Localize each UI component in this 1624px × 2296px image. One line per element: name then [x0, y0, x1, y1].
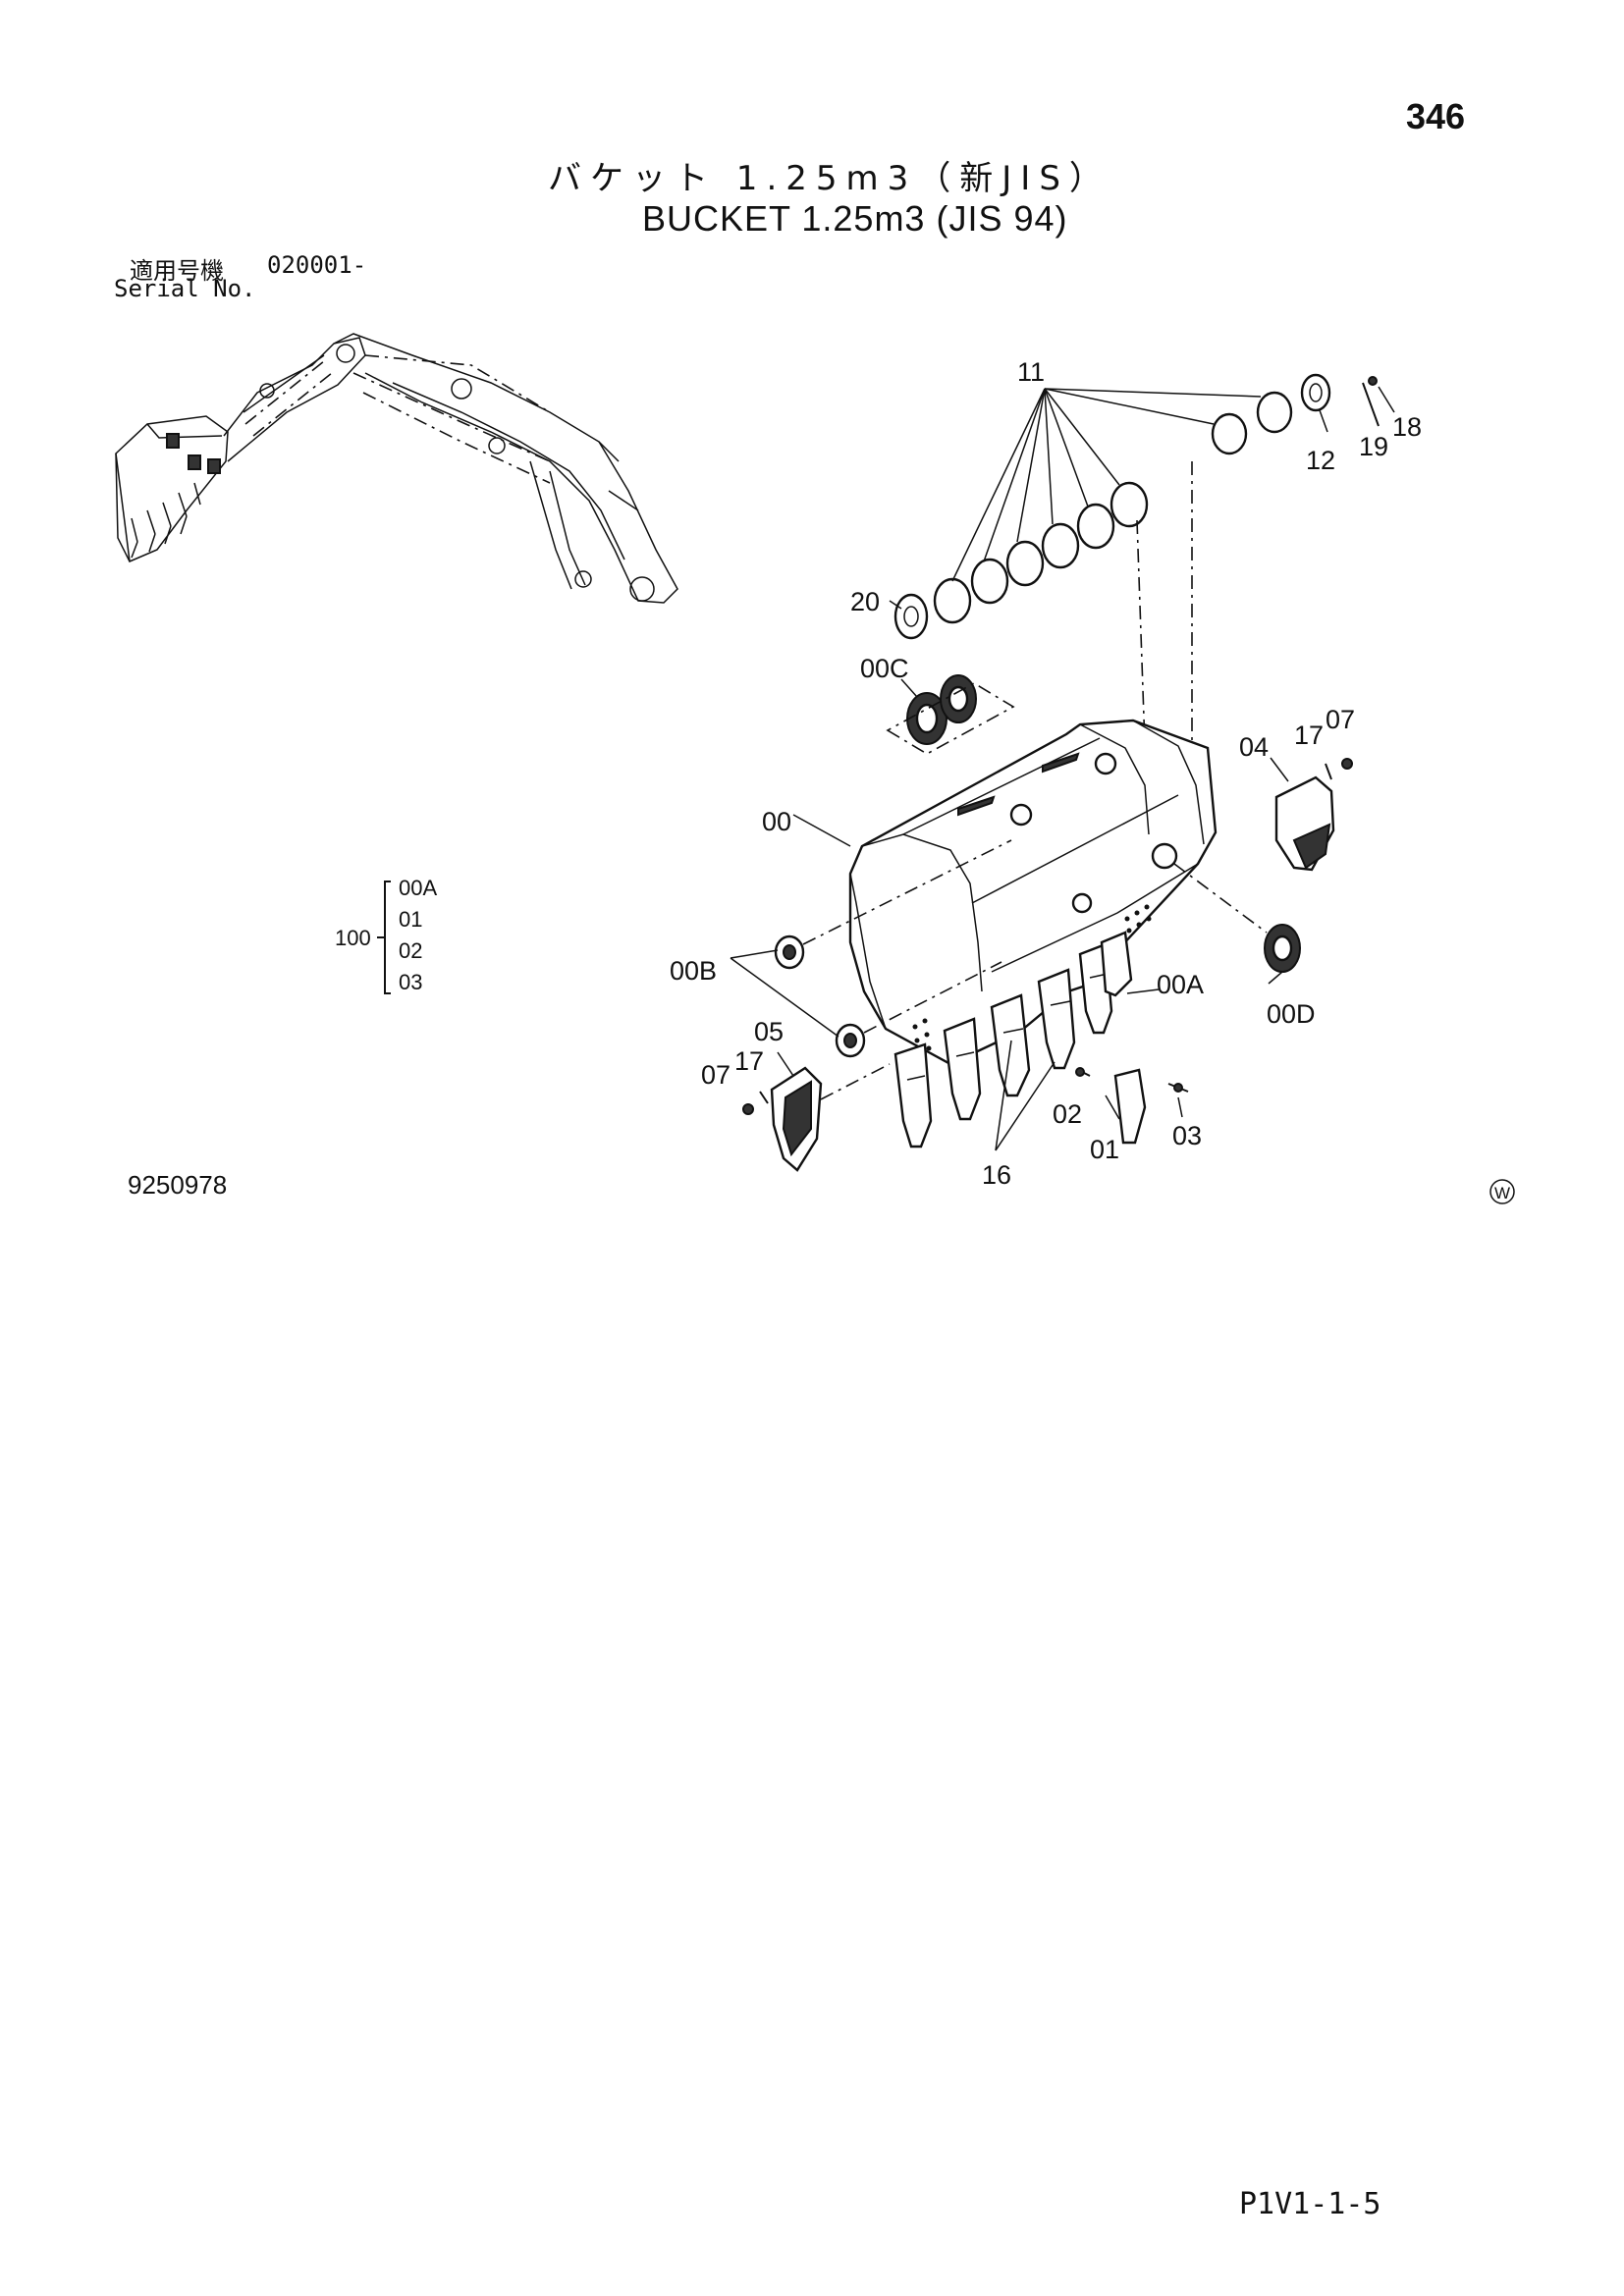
callout-16: 16	[982, 1160, 1011, 1190]
serial-from: 020001-	[267, 251, 367, 279]
footer-code: P1V1-1-5	[1239, 2187, 1381, 2221]
assembly-member: 00A	[399, 876, 437, 900]
callout-03: 03	[1172, 1121, 1202, 1150]
assembly-bracket: 100 00A 01 02 03	[335, 876, 437, 994]
callout-17: 17	[1294, 721, 1324, 750]
callout-04: 04	[1239, 732, 1269, 762]
assembly-number: 100	[335, 926, 371, 950]
serial-label-english: Serial No.	[114, 275, 256, 302]
callout-01: 01	[1090, 1135, 1119, 1164]
callout-00C: 00C	[860, 654, 909, 683]
watermark-symbol: W	[1489, 1179, 1515, 1204]
shim-rings	[933, 391, 1293, 624]
callout-11: 11	[1017, 357, 1045, 387]
excavator-overview-drawing	[115, 333, 678, 604]
watermark-letter: W	[1494, 1184, 1510, 1202]
assembly-member: 01	[399, 907, 422, 932]
callout-00: 00	[762, 807, 791, 836]
assembly-member: 02	[399, 938, 422, 963]
drawing-number: 9250978	[128, 1170, 228, 1200]
callout-20: 20	[850, 587, 880, 616]
callout-18: 18	[1392, 412, 1422, 442]
title-english: BUCKET 1.25m3 (JIS 94)	[642, 198, 1068, 239]
callout-00B: 00B	[670, 956, 717, 986]
callout-02: 02	[1053, 1099, 1082, 1129]
callout-05: 05	[754, 1017, 784, 1046]
serial-label-japanese: 適用号機	[130, 257, 224, 285]
page-number: 346	[1406, 96, 1466, 136]
assembly-member: 03	[399, 970, 422, 994]
callout-12: 12	[1306, 446, 1335, 475]
callout-00A: 00A	[1157, 970, 1204, 999]
callout-19: 19	[1359, 432, 1388, 461]
callout-17: 17	[734, 1046, 764, 1076]
title-japanese: バケット 1.25m3（新JIS）	[548, 159, 1111, 198]
callout-07: 07	[1326, 705, 1355, 734]
bucket-body	[848, 719, 1218, 1066]
callout-07: 07	[701, 1060, 731, 1090]
exploded-bucket-drawing: 11 12 19 18 20 00C 04 17 07 00 00B 00A 0…	[670, 357, 1422, 1190]
callout-00D: 00D	[1267, 999, 1316, 1029]
